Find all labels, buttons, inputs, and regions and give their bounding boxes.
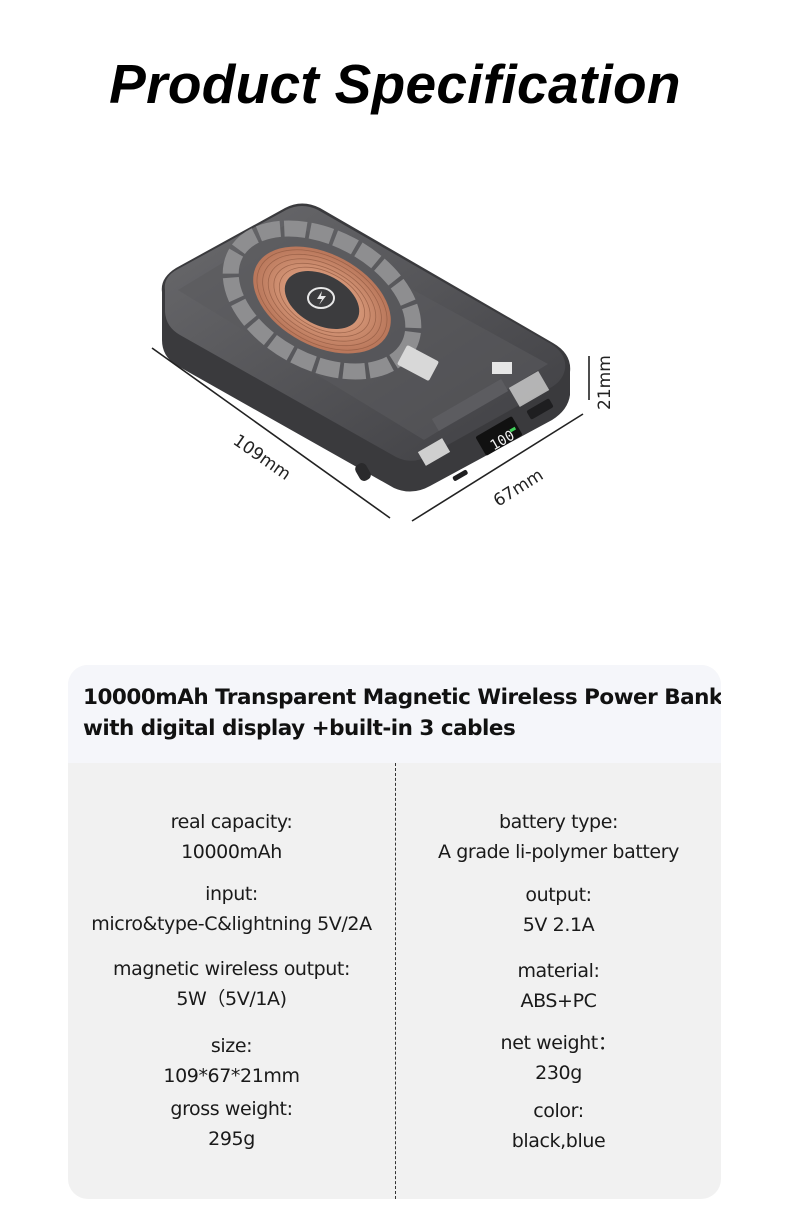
- spec-value: 295g: [208, 1128, 255, 1150]
- spec-size: size: 109*67*21mm: [68, 1031, 395, 1091]
- power-bank-device: 100: [161, 203, 571, 492]
- spec-gross-weight: gross weight: 295g: [68, 1094, 395, 1154]
- spec-label: magnetic wireless output:: [113, 958, 350, 980]
- dimension-lines: [151, 347, 590, 522]
- spec-output: output: 5V 2.1A: [396, 880, 721, 940]
- spec-net-weight: net weight： 230g: [396, 1028, 721, 1088]
- spec-value: black,blue: [511, 1130, 606, 1152]
- width-label: 67mm: [490, 465, 547, 511]
- spec-label: material:: [517, 960, 600, 982]
- length-label: 109mm: [229, 431, 294, 485]
- lightning-bolt-icon: [307, 287, 335, 309]
- spec-input: input: micro&type-C&lightning 5V/2A: [68, 879, 395, 939]
- product-name-line-1: 10000mAh Transparent Magnetic Wireless P…: [83, 685, 721, 710]
- spec-material: material: ABS+PC: [396, 956, 721, 1016]
- spec-label: battery type:: [498, 811, 619, 833]
- spec-value: 10000mAh: [181, 841, 282, 863]
- column-divider: [395, 763, 396, 1199]
- product-name-line-2: with digital display +built-in 3 cables: [83, 716, 516, 741]
- spec-label: gross weight:: [170, 1098, 293, 1120]
- spec-value: 5V 2.1A: [522, 914, 595, 936]
- spec-label: net weight：: [500, 1032, 617, 1054]
- product-image: 100 109mm 67mm 21mm: [0, 180, 790, 560]
- height-label: 21mm: [595, 355, 615, 410]
- spec-label: output:: [525, 884, 592, 906]
- spec-value: ABS+PC: [520, 990, 597, 1012]
- spec-value: A grade li-polymer battery: [438, 841, 679, 863]
- spec-card-header: 10000mAh Transparent Magnetic Wireless P…: [68, 665, 721, 763]
- spec-label: input:: [205, 883, 258, 905]
- spec-value: micro&type-C&lightning 5V/2A: [91, 913, 372, 935]
- spec-value: 230g: [535, 1062, 582, 1084]
- spec-real-capacity: real capacity: 10000mAh: [68, 807, 395, 867]
- spec-magnetic-wireless-output: magnetic wireless output: 5W（5V/1A): [68, 954, 395, 1014]
- spec-card-body: real capacity: 10000mAh input: micro&typ…: [68, 763, 721, 1199]
- usb-port-icon: [526, 398, 554, 420]
- spec-label: color:: [533, 1100, 584, 1122]
- spec-battery-type: battery type: A grade li-polymer battery: [396, 807, 721, 867]
- spec-label: size:: [210, 1035, 253, 1057]
- spec-card: 10000mAh Transparent Magnetic Wireless P…: [68, 665, 721, 1199]
- spec-value: 109*67*21mm: [163, 1065, 300, 1087]
- spec-value: 5W（5V/1A): [176, 988, 287, 1010]
- spec-label: real capacity:: [170, 811, 293, 833]
- page-title: Product Specification: [109, 53, 681, 115]
- spec-color: color: black,blue: [396, 1096, 721, 1156]
